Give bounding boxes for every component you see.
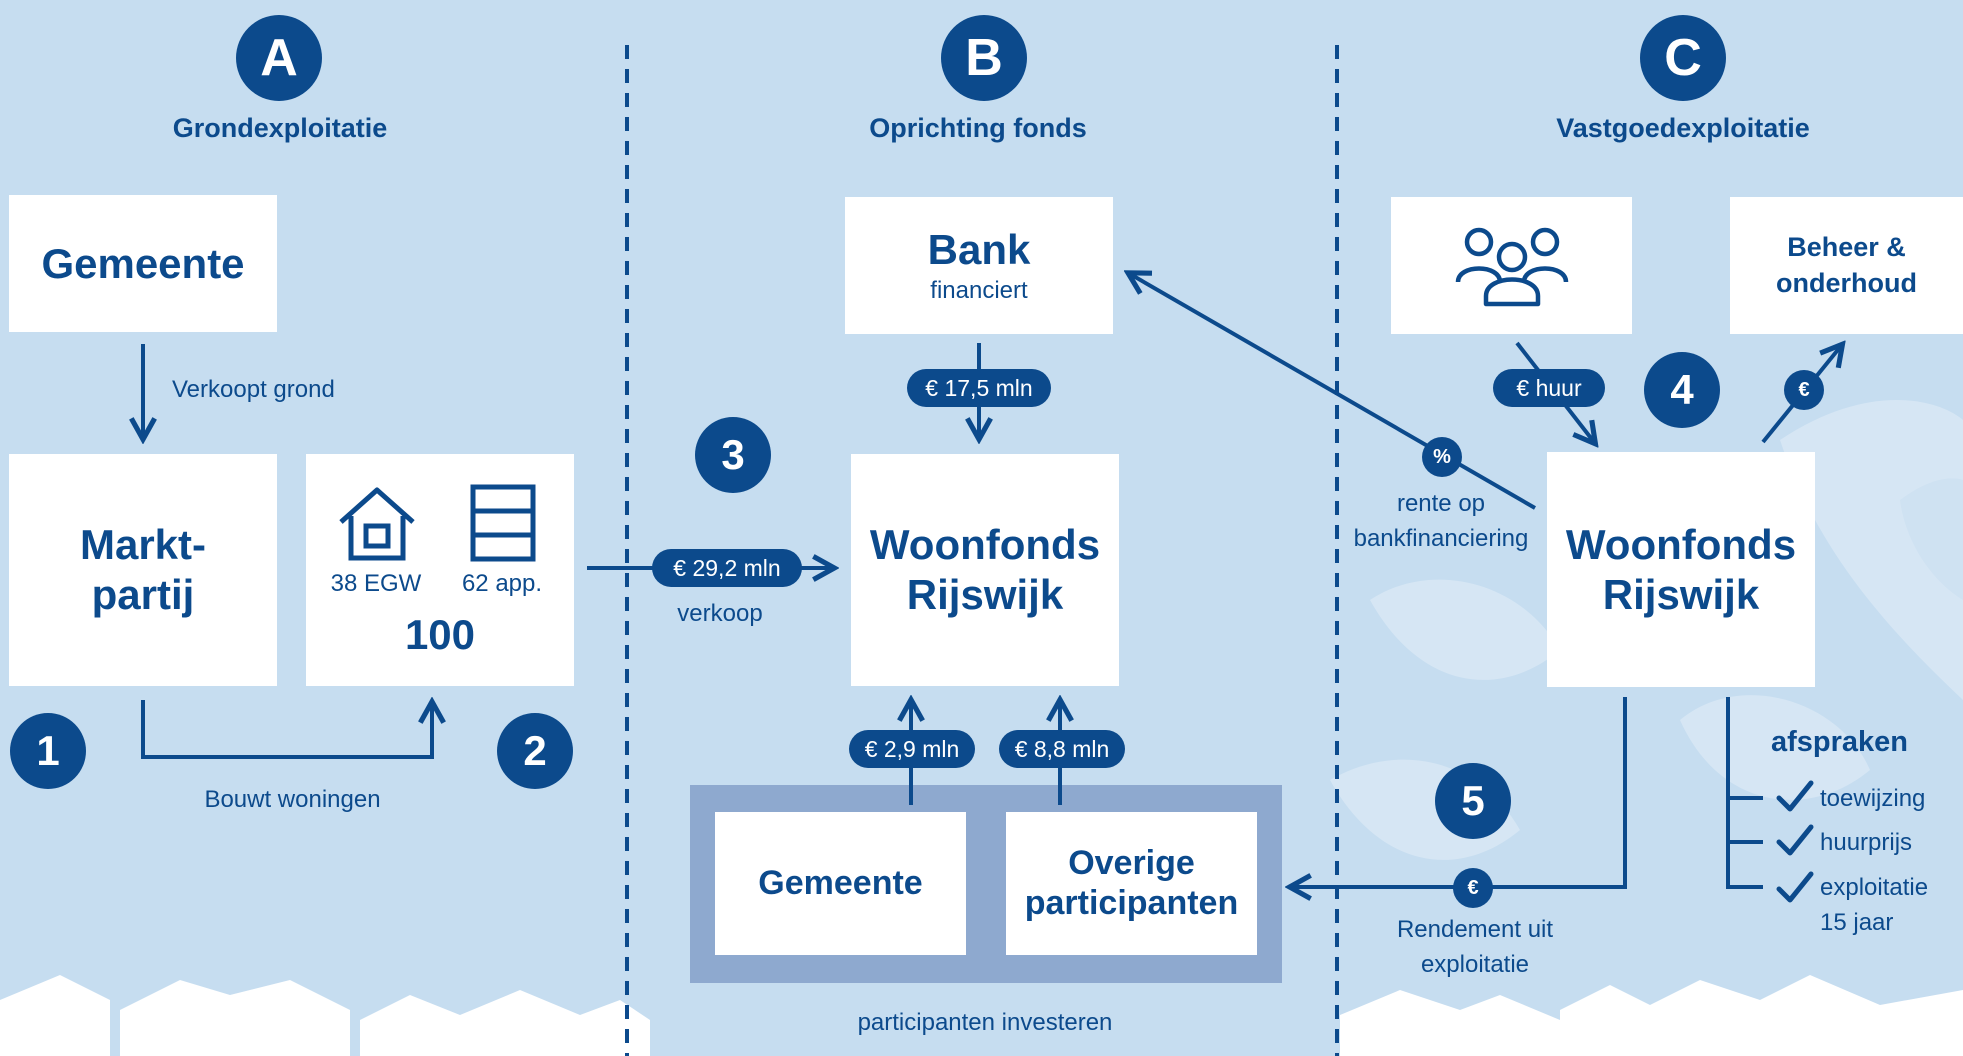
- column-title-b: Oprichting fonds: [869, 113, 1087, 143]
- step-number-5: 5: [1435, 763, 1511, 839]
- app-label: 62 app.: [461, 570, 543, 597]
- euro-beheer-dot: €: [1784, 370, 1824, 410]
- apartment-icon: [470, 484, 536, 562]
- woningen-total: 100: [404, 611, 476, 658]
- column-letter-a: A: [236, 15, 322, 101]
- column-letter-b: B: [941, 15, 1027, 101]
- overige-line1: Overige: [1068, 844, 1195, 883]
- beheer-line1: Beheer &: [1787, 231, 1906, 262]
- marktpartij-line2: partij: [91, 571, 195, 618]
- people-icon: [1455, 227, 1568, 306]
- woonfonds-b-line2: Rijswijk: [906, 571, 1064, 618]
- arrow-rendement: [1292, 697, 1627, 887]
- rente-line2: bankfinanciering: [1353, 524, 1529, 552]
- euro-rendement-dot: €: [1453, 868, 1493, 908]
- rendement-line1: Rendement uit: [1396, 916, 1554, 943]
- bank-box: Bank financiert: [845, 197, 1113, 334]
- column-title-c: Vastgoedexploitatie: [1556, 113, 1810, 143]
- check-icon: [1776, 780, 1814, 812]
- afspraak-exploitatie: exploitatie: [1820, 874, 1929, 901]
- gemeente-label: Gemeente: [41, 239, 245, 287]
- bouwt-woningen-label: Bouwt woningen: [204, 786, 381, 813]
- woningen-box: 38 EGW 62 app. 100: [306, 454, 574, 686]
- participanten-investeren-label: participanten investeren: [857, 1009, 1113, 1036]
- percent-dot: %: [1422, 437, 1462, 477]
- woonfonds-box-b: Woonfonds Rijswijk: [851, 454, 1119, 686]
- rendement-line2: exploitatie: [1420, 950, 1530, 978]
- overige-line2: participanten: [1024, 883, 1239, 922]
- beheer-line2: onderhoud: [1776, 267, 1917, 298]
- arrow-rente: [1130, 274, 1537, 510]
- woonfonds-b-line1: Woonfonds: [869, 521, 1101, 569]
- bank-subtitle: financiert: [930, 276, 1028, 304]
- step-number-3: 3: [695, 417, 771, 493]
- huurders-box: [1391, 197, 1632, 334]
- woonfonds-c-line2: Rijswijk: [1602, 570, 1760, 618]
- afspraak-huurprijs: huurprijs: [1820, 829, 1913, 856]
- afspraak-toewijzing: toewijzing: [1820, 785, 1926, 812]
- afspraken-bracket: [1726, 697, 1763, 889]
- bank-amount-pill: € 17,5 mln: [907, 369, 1051, 407]
- overige-amount-pill: € 8,8 mln: [999, 730, 1125, 768]
- overige-participanten-box: Overige participanten: [1006, 812, 1257, 955]
- check-icon: [1776, 871, 1814, 903]
- arrow-bouwt-woningen: [141, 700, 432, 759]
- step-number-2: 2: [497, 713, 573, 789]
- house-icon: [339, 487, 415, 561]
- verkoop-label: verkoop: [677, 600, 763, 627]
- huur-pill: € huur: [1493, 369, 1605, 407]
- marktpartij-line1: Markt-: [79, 521, 207, 569]
- column-letter-c: C: [1640, 15, 1726, 101]
- verkoop-amount-pill: € 29,2 mln: [652, 549, 802, 587]
- egw-label: 38 EGW: [330, 570, 422, 597]
- rente-line1: rente op: [1396, 490, 1486, 517]
- bank-title: Bank: [927, 226, 1031, 274]
- afspraak-exploitatie-duur: 15 jaar: [1820, 909, 1894, 936]
- check-icon: [1776, 824, 1814, 856]
- gemeente-box: Gemeente: [9, 195, 277, 332]
- rente-label: rente op bankfinanciering: [1337, 487, 1545, 557]
- woonfonds-c-line1: Woonfonds: [1565, 520, 1797, 568]
- afspraken-title: afspraken: [1771, 726, 1909, 758]
- column-title-a: Grondexploitatie: [172, 113, 388, 143]
- step-number-4: 4: [1644, 352, 1720, 428]
- gemeente-participant-box: Gemeente: [715, 812, 966, 955]
- marktpartij-box: Markt- partij: [9, 454, 277, 686]
- rendement-label: Rendement uit exploitatie: [1365, 913, 1585, 983]
- step-number-1: 1: [10, 713, 86, 789]
- beheer-box: Beheer & onderhoud: [1730, 197, 1963, 334]
- gemeente-amount-pill: € 2,9 mln: [849, 730, 975, 768]
- woonfonds-box-c: Woonfonds Rijswijk: [1547, 452, 1815, 687]
- rooftops-decoration: [0, 975, 1963, 1056]
- verkoopt-grond-label: Verkoopt grond: [172, 376, 335, 403]
- gemeente-participant-label: Gemeente: [758, 863, 923, 902]
